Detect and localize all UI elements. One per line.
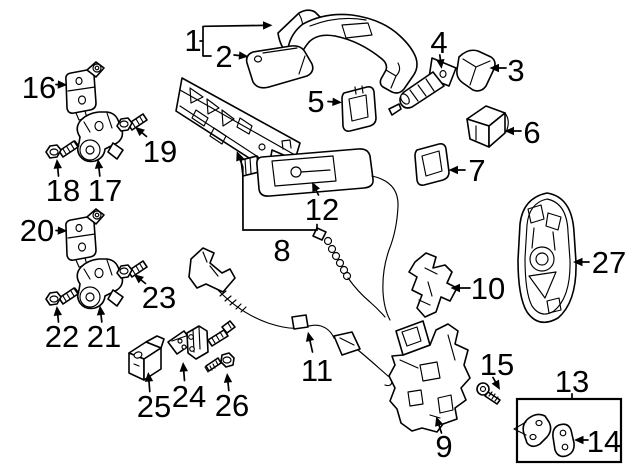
leader-11-arrow [305, 331, 315, 353]
leader-18-arrow [53, 159, 62, 177]
part-hinge-bolt-lower [45, 140, 80, 159]
callout-labels: 1 2 3 4 5 6 7 8 9 10 11 12 13 14 15 16 1… [20, 23, 626, 464]
part-label-27: 27 [592, 245, 626, 280]
part-label-2: 2 [215, 39, 232, 74]
leader-2-arrow [233, 51, 249, 60]
part-label-20: 20 [20, 213, 54, 248]
part-gasket-rear [414, 143, 450, 186]
part-screw [476, 382, 501, 405]
part-label-9: 9 [435, 429, 452, 464]
part-label-4: 4 [430, 25, 447, 60]
leader-8-bracket [241, 166, 318, 231]
part-door-lock-actuator [388, 320, 471, 433]
leader-22-arrow [53, 306, 62, 323]
part-label-13: 13 [555, 364, 589, 399]
part-label-6: 6 [523, 115, 540, 150]
part-check-bolt [204, 352, 235, 373]
part-striker-plate [513, 413, 552, 448]
part-hinge-bolt-upper [116, 113, 148, 132]
leader-26-arrow [223, 373, 233, 392]
part-lock-gasket [517, 192, 577, 324]
leader-21-arrow [96, 305, 106, 323]
leader-24-arrow [179, 362, 188, 382]
part-label-24: 24 [172, 379, 206, 414]
part-label-12: 12 [305, 192, 339, 227]
leader-lines [53, 21, 590, 445]
part-handle-end-cap [466, 105, 509, 148]
hinge-set-upper [45, 61, 148, 163]
part-label-5: 5 [307, 84, 324, 119]
part-label-16: 16 [22, 70, 56, 105]
part-label-7: 7 [468, 153, 485, 188]
leader-19-arrow [134, 126, 148, 138]
part-label-17: 17 [88, 173, 122, 208]
part-handle-cover [245, 45, 314, 89]
leader-9-arrow [435, 416, 444, 434]
part-label-26: 26 [215, 388, 249, 423]
part-lock-cable [188, 247, 393, 387]
part-gasket-front [341, 85, 377, 132]
part-lock-bracket [408, 252, 458, 318]
part-label-14: 14 [587, 424, 621, 459]
part-label-25: 25 [137, 389, 171, 424]
part-label-21: 21 [87, 319, 121, 354]
leader-1-bracket [199, 25, 212, 57]
part-label-19: 19 [143, 134, 177, 169]
part-label-15: 15 [480, 347, 514, 382]
parts-kit-box [513, 397, 623, 464]
part-check-bracket [128, 335, 165, 381]
leader-8-arrow [236, 151, 245, 167]
part-handle-cap [456, 49, 496, 92]
hinge-set-lower [45, 208, 148, 310]
leader-12-arrow [312, 181, 321, 196]
part-label-22: 22 [45, 319, 79, 354]
part-striker-shim [552, 423, 575, 458]
part-label-11: 11 [301, 353, 333, 388]
part-door-check [167, 320, 236, 360]
part-label-10: 10 [471, 271, 505, 306]
leader-15-arrow [491, 376, 500, 390]
part-label-18: 18 [46, 173, 80, 208]
leader-23-arrow [133, 274, 147, 285]
part-outer-door-handle [277, 9, 418, 94]
part-label-8: 8 [273, 233, 290, 268]
leader-1-arrow [203, 21, 273, 30]
leader-25-arrow [144, 372, 154, 393]
leader-17-arrow [94, 159, 104, 177]
part-hinge-bracket [76, 111, 124, 163]
part-lock-cylinder [388, 57, 457, 116]
part-label-1: 1 [184, 23, 201, 58]
leader-4-arrow [436, 54, 445, 69]
part-label-3: 3 [507, 53, 524, 88]
part-upper-hinge [65, 61, 105, 121]
part-label-23: 23 [142, 280, 176, 315]
